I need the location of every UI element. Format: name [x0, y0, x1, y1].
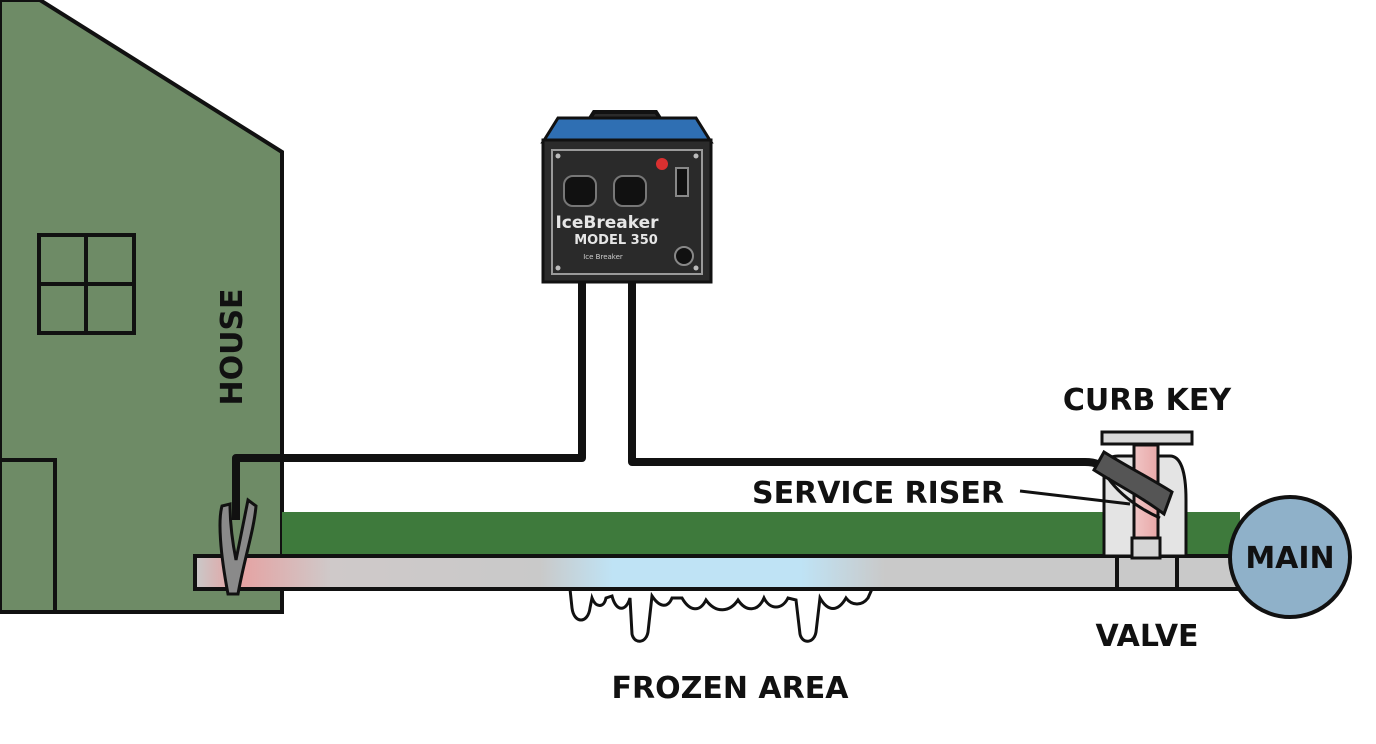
device-power-switch — [675, 167, 689, 197]
valve — [1115, 554, 1179, 591]
device-top — [540, 116, 714, 144]
device-terminal-right — [613, 175, 647, 207]
ground-grass — [282, 512, 1240, 556]
device-indicator-light — [656, 158, 668, 170]
device-brand: IceBreaker — [555, 213, 659, 233]
service-pipe — [193, 554, 1257, 591]
house: HOUSE — [0, 0, 284, 614]
main-label: MAIN — [1245, 541, 1334, 576]
house-door — [0, 458, 57, 614]
cable-right — [628, 270, 1113, 476]
icebreaker-device: IceBreaker MODEL 350 Ice Breaker — [540, 110, 714, 284]
house-wall — [0, 0, 284, 614]
house-label: HOUSE — [215, 288, 250, 405]
device-terminal-left — [563, 175, 597, 207]
valve-label: VALVE — [1095, 619, 1198, 654]
cable-left — [232, 270, 586, 520]
device-maker: Ice Breaker — [583, 253, 623, 261]
curb-key-label: CURB KEY — [1063, 383, 1233, 418]
frozen-area-label: FROZEN AREA — [612, 671, 850, 706]
house-window — [37, 233, 136, 335]
device-output-jack — [674, 246, 694, 266]
left-clamp — [218, 497, 258, 596]
ice-formation — [568, 587, 875, 643]
device-model: MODEL 350 — [574, 233, 658, 248]
curb-key — [1100, 430, 1194, 446]
service-riser-label: SERVICE RISER — [752, 476, 1004, 511]
service-riser-leader — [1019, 489, 1131, 506]
water-main — [1228, 495, 1352, 619]
right-clamp — [1092, 449, 1174, 520]
